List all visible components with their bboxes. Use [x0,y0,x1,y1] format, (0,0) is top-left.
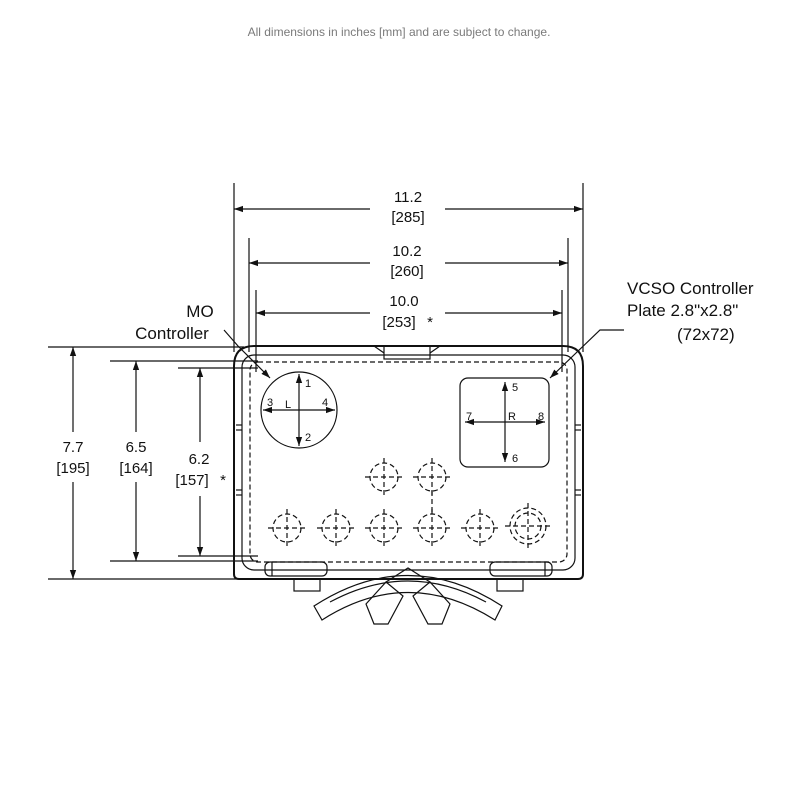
vcso-callout-line3: (72x72) [677,325,735,344]
mo-controller-callout: MO Controller [135,302,271,379]
height-overall-value: 7.7 [63,439,84,456]
width-inner-value: 10.2 [392,243,421,260]
dimensions-note: All dimensions in inches [mm] and are su… [248,25,551,39]
height-inner-metric: [164] [119,460,152,477]
mounting-bracket [264,561,553,625]
knockout-hole [317,509,355,547]
width-inner-metric: [260] [390,263,423,280]
mo-controller-knob: L 1 2 3 4 [260,371,338,449]
vcso-plate-right-label: 8 [538,411,544,423]
knockout-hole [365,458,403,496]
width-plate-metric: [253] [382,314,415,331]
vcso-plate-left-label: 7 [466,411,472,423]
height-inner-dimension: 6.5 [164] [119,361,153,561]
width-extension-lines [233,183,584,372]
height-plate-value: 6.2 [189,451,210,468]
knockout-hole [505,503,551,549]
height-plate-metric: [157] [175,472,208,489]
width-overall-metric: [285] [391,209,424,226]
knockout-holes [268,458,551,549]
mo-callout-line1: MO [186,302,213,321]
vcso-callout-line1: VCSO Controller [627,279,754,298]
width-inner-dimension: 10.2 [260] [249,243,568,280]
width-plate-value: 10.0 [389,293,418,310]
mo-knob-left-label: 3 [267,397,273,409]
vcso-controller-plate: R 5 6 7 8 [459,377,550,468]
enclosure-body [233,345,584,580]
knockout-hole [365,509,403,547]
height-plate-dimension: 6.2 [157] * [175,368,226,556]
height-extension-lines [48,346,258,580]
mo-knob-center-label: L [285,399,291,411]
knockout-hole [413,509,451,547]
width-plate-marker: * [427,314,433,331]
height-overall-dimension: 7.7 [195] [56,347,90,579]
width-overall-value: 11.2 [394,189,422,206]
mo-knob-up-label: 1 [305,378,311,390]
height-plate-marker: * [220,472,226,489]
width-plate-dimension: 10.0 [253] * [256,293,562,331]
vcso-callout-line2: Plate 2.8"x2.8" [627,301,738,320]
knockout-hole [413,458,451,496]
mo-knob-down-label: 2 [305,432,311,444]
vcso-plate-up-label: 5 [512,382,518,394]
vcso-plate-down-label: 6 [512,453,518,465]
height-inner-value: 6.5 [126,439,147,456]
width-overall-dimension: 11.2 [285] [234,189,583,226]
knockout-hole [268,509,306,547]
mo-callout-line2: Controller [135,324,209,343]
mo-knob-right-label: 4 [322,397,328,409]
vcso-controller-callout: VCSO Controller Plate 2.8"x2.8" (72x72) [549,279,754,379]
vcso-plate-center-label: R [508,411,516,423]
knockout-hole [461,509,499,547]
height-overall-metric: [195] [56,460,89,477]
top-latch [383,345,431,360]
